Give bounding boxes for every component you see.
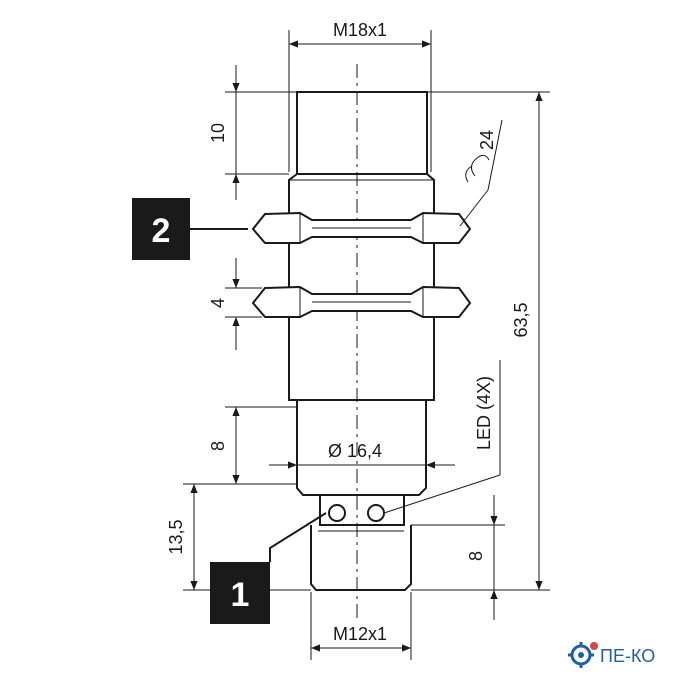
sensor-body <box>288 64 435 618</box>
callout-tag-1: 1 <box>210 512 327 624</box>
dimension-top-length: 10 <box>208 65 297 200</box>
flange <box>296 400 427 496</box>
dimension-nut-thickness: 4 <box>208 258 262 350</box>
company-logo: ПЕ-КО <box>568 642 655 668</box>
sensor-top-cylinder <box>296 91 428 175</box>
led-callout: LED (4X) <box>383 360 501 514</box>
flange-length-label: 8 <box>208 441 228 451</box>
dimension-thread-bottom: M12x1 <box>310 592 412 660</box>
top-length-label: 10 <box>208 123 228 143</box>
connector-length-label: 8 <box>466 551 486 561</box>
dimension-flange-diameter: Ø 16,4 <box>269 441 455 469</box>
led-indicator <box>367 504 385 522</box>
led-ring <box>319 495 405 526</box>
led-note-label: LED (4X) <box>474 376 494 450</box>
dimension-total-length: 63,5 <box>411 91 550 591</box>
threaded-body <box>288 173 435 401</box>
lower-nut <box>251 285 472 318</box>
total-length-label: 63,5 <box>511 302 531 337</box>
dimension-thread-top: M18x1 <box>288 20 432 172</box>
connector <box>310 525 412 591</box>
led-indicator <box>328 504 346 522</box>
dimension-connector-length: 8 <box>411 495 505 620</box>
thread-top-label: M18x1 <box>333 20 387 40</box>
flange-diameter-label: Ø 16,4 <box>328 441 382 461</box>
wrench-size-callout: 24 <box>459 119 503 227</box>
callout-tag-2: 2 <box>132 198 248 260</box>
gear-icon <box>568 642 598 668</box>
wrench-icon <box>471 154 490 177</box>
thread-bottom-label: M12x1 <box>333 624 387 644</box>
dimension-flange-length: 8 <box>208 406 297 485</box>
wrench-size-label: 24 <box>477 130 497 150</box>
nut-thickness-label: 4 <box>208 298 228 308</box>
logo-text: ПЕ-КО <box>600 646 655 666</box>
upper-nut <box>251 211 472 244</box>
tag-1-label: 1 <box>231 576 250 614</box>
tag-2-label: 2 <box>152 212 171 250</box>
connector-offset-label: 13,5 <box>166 519 186 554</box>
